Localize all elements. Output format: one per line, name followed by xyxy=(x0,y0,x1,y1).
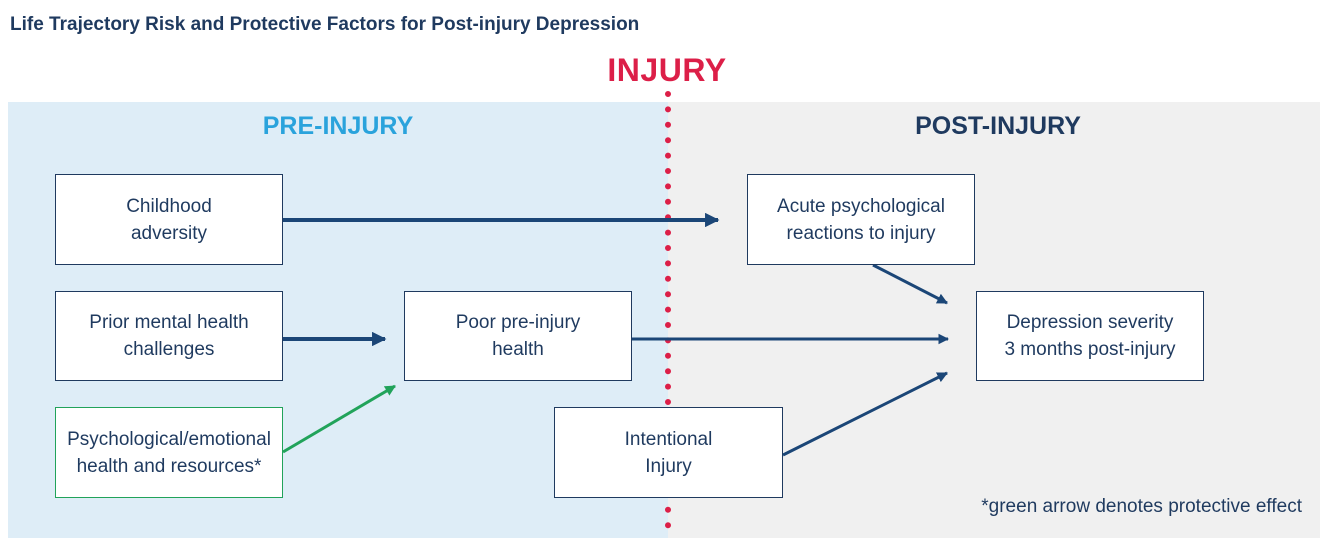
intentional-injury-box: Intentional Injury xyxy=(554,407,783,498)
arrow-psychological-to-poor-health xyxy=(282,384,396,454)
arrow-acute-to-depression xyxy=(872,263,948,305)
prior-mental-health-box: Prior mental health challenges xyxy=(55,291,283,381)
footnote: *green arrow denotes protective effect xyxy=(981,496,1302,517)
injury-label: INJURY xyxy=(607,52,727,88)
psychological-health-box: Psychological/emotional health and resou… xyxy=(55,407,283,498)
arrow-intentional-to-depression xyxy=(782,371,948,457)
post-injury-label: POST-INJURY xyxy=(915,112,1081,140)
pre-injury-label: PRE-INJURY xyxy=(262,112,414,140)
childhood-adversity-box: Childhood adversity xyxy=(55,174,283,265)
acute-psychological-reactions-box: Acute psychological reactions to injury xyxy=(747,174,975,265)
diagram-title: Life Trajectory Risk and Protective Fact… xyxy=(10,14,640,35)
poor-pre-injury-health-box: Poor pre-injury health xyxy=(404,291,632,381)
depression-severity-box: Depression severity 3 months post-injury xyxy=(976,291,1204,381)
